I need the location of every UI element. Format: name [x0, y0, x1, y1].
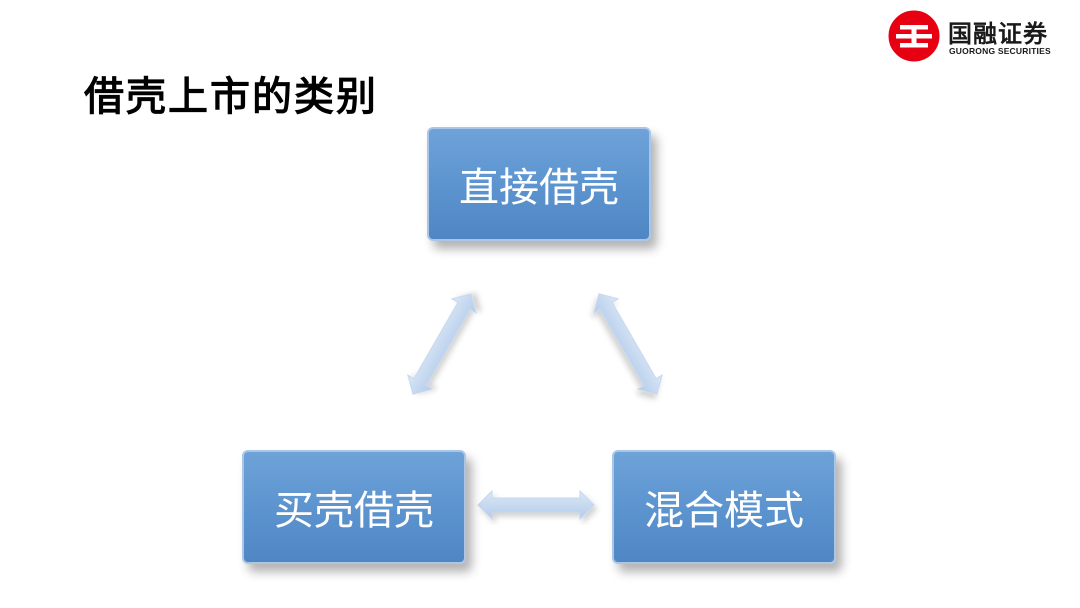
slide-title: 借壳上市的类别	[84, 74, 378, 120]
node-buy-shell-backdoor-listing: 买壳借壳	[242, 450, 466, 564]
double-arrow-top-right	[593, 293, 663, 395]
double-arrow-top-left	[407, 293, 477, 395]
company-logo: 国融证券 GUORONG SECURITIES	[886, 8, 1076, 62]
guorong-logo-icon	[888, 10, 940, 62]
logo-text-en: GUORONG SECURITIES	[949, 46, 1051, 56]
logo-text-cn: 国融证券	[948, 20, 1048, 48]
node-hybrid-mode: 混合模式	[612, 450, 836, 564]
double-arrow-bottom	[477, 489, 595, 521]
node-direct-backdoor-listing: 直接借壳	[427, 127, 651, 241]
